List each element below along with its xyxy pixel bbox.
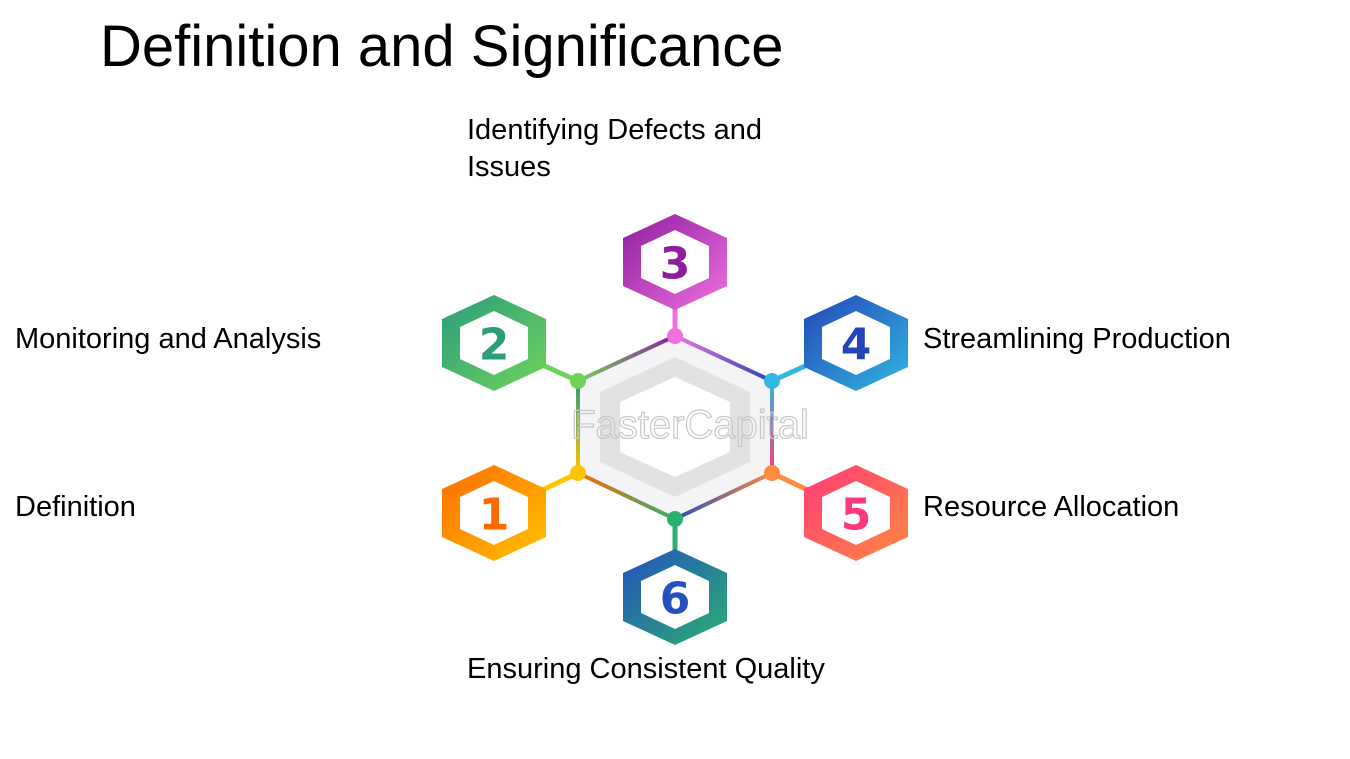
hexagon-inner [460,311,528,375]
connector-dot [764,465,780,481]
step-number: 2 [479,320,510,371]
step-3-node: 3 [623,214,727,344]
step-number: 6 [660,574,691,625]
connector-edge [577,334,676,383]
label-monitoring-analysis: Monitoring and Analysis [15,323,322,355]
connector-edge [674,334,773,383]
step-number: 1 [479,490,510,541]
label-ensuring-quality: Ensuring Consistent Quality [467,653,825,685]
hexagon-inner [641,230,709,294]
step-1-node: 1 [442,465,586,561]
hexagon-inner [822,481,890,545]
connector-dot [667,328,683,344]
step-number: 5 [841,490,872,541]
connector-dot [764,373,780,389]
step-5-node: 5 [764,465,908,561]
step-number: 3 [660,239,691,290]
connector-edge [577,471,676,521]
step-4-node: 4 [764,295,908,391]
step-2-node: 2 [442,295,586,391]
label-identifying-defects: Identifying Defects and Issues [467,112,762,186]
label-streamlining-production: Streamlining Production [923,323,1231,355]
connector-dot [570,465,586,481]
center-hexagon [576,334,774,521]
label-definition: Definition [15,491,136,523]
connector-dot [570,373,586,389]
step-number: 4 [841,320,872,371]
connector-edge [674,471,773,521]
hexagon-inner [641,565,709,629]
label-line: Identifying Defects and [467,114,763,146]
step-6-node: 6 [623,511,727,645]
hexagon-inner [460,481,528,545]
slide-title: Definition and Significance [100,14,784,79]
label-line: Issues [467,151,551,183]
connector-dot [667,511,683,527]
hexagon-inner [822,311,890,375]
label-resource-allocation: Resource Allocation [923,491,1180,523]
watermark-logo: FasterCapital [571,403,809,447]
